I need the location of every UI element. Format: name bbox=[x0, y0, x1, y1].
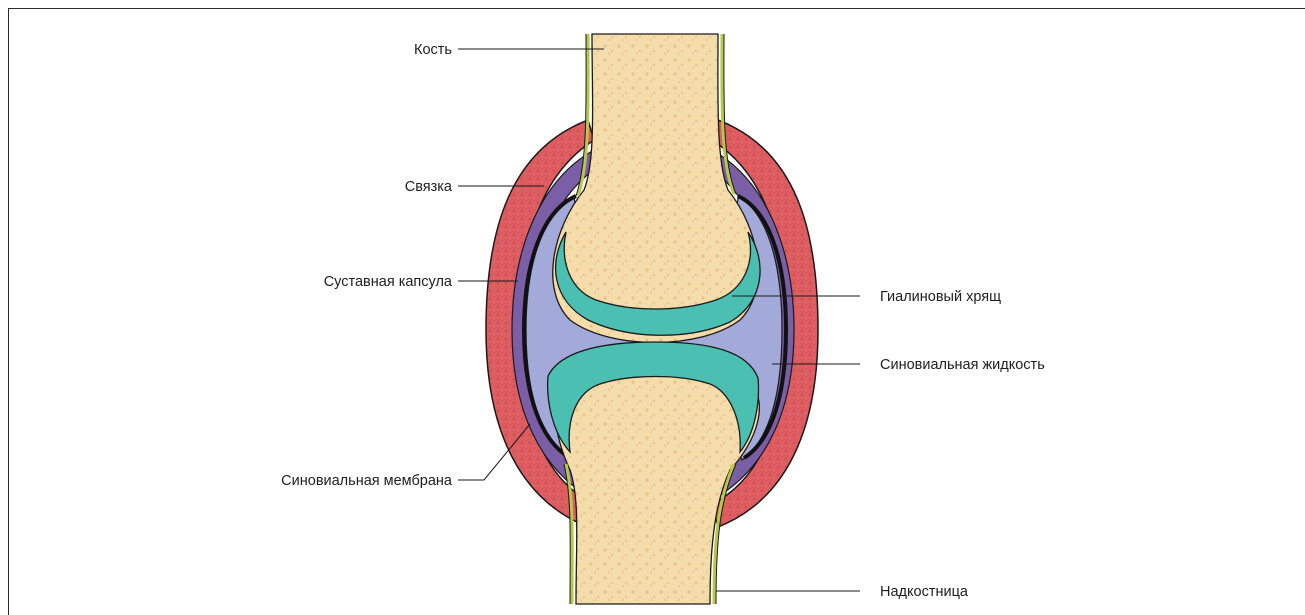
label-bone: Кость bbox=[414, 42, 452, 58]
label-synovial-membrane: Синовиальная мембрана bbox=[281, 473, 453, 489]
label-joint-capsule: Суставная капсула bbox=[324, 274, 453, 290]
label-hyaline-cartilage: Гиалиновый хрящ bbox=[880, 289, 1001, 305]
label-ligament: Связка bbox=[405, 179, 453, 195]
label-synovial-fluid: Синовиальная жидкость bbox=[880, 357, 1045, 373]
label-periosteum: Надкостница bbox=[880, 584, 969, 600]
